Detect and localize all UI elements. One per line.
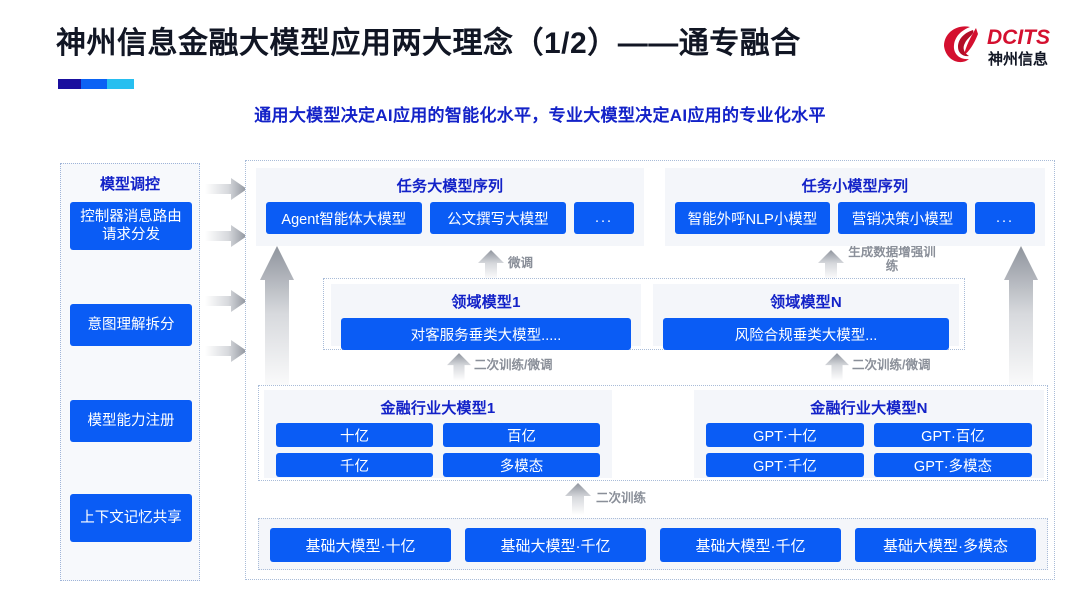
base-model-chip-hundred-billion-2[interactable]: 基础大模型·千亿 — [660, 528, 841, 562]
base-model-chip-hundred-billion-1[interactable]: 基础大模型·千亿 — [465, 528, 646, 562]
domain-model-n-chip-row: 风险合规垂类大模型... — [653, 312, 959, 358]
up-arrow-icon-retrain-finetune-left — [447, 353, 471, 381]
up-arrow-icon-long-right — [1004, 246, 1038, 396]
up-arrow-icon-data-aug — [818, 250, 844, 280]
page-title: 神州信息金融大模型应用两大理念（1/2）——通专融合 — [56, 27, 801, 60]
up-arrow-icon-finetune — [478, 250, 504, 280]
task-large-model-sequence-title: 任务大模型序列 — [396, 178, 504, 195]
industry-model-n-chip-hundred-billion[interactable]: GPT·千亿 — [706, 453, 864, 477]
control-item-registry[interactable]: 模型能力注册 — [70, 400, 192, 442]
task-large-model-sequence-panel: 任务大模型序列 Agent智能体大模型 公文撰写大模型 ... — [256, 168, 644, 246]
industry-model-1-title: 金融行业大模型1 — [380, 400, 496, 417]
task-large-model-chip-row: Agent智能体大模型 公文撰写大模型 ... — [256, 196, 644, 242]
industry-models-container: 金融行业大模型1 十亿 百亿 千亿 多模态 金融行业大模型N GPT·十亿 GP… — [258, 385, 1048, 481]
industry-model-n-chip-multimodal[interactable]: GPT·多模态 — [874, 453, 1032, 477]
accent-segment-1 — [58, 79, 81, 89]
domain-model-1-panel: 领域模型1 对客服务垂类大模型..... — [331, 284, 641, 350]
industry-model-n-chip-ten-billion[interactable]: GPT·百亿 — [874, 423, 1032, 447]
control-item-context[interactable]: 上下文记忆共享 — [70, 494, 192, 542]
control-item-intent[interactable]: 意图理解拆分 — [70, 304, 192, 346]
arrow-label-retrain-finetune-right: 二次训练/微调 — [852, 358, 931, 372]
task-large-chip-agent[interactable]: Agent智能体大模型 — [266, 202, 422, 234]
industry-model-1-chip-ten-billion[interactable]: 百亿 — [443, 423, 600, 447]
logo-wordmark: DCITS — [987, 26, 1050, 49]
right-arrow-icon-4 — [205, 340, 247, 362]
industry-model-n-title: 金融行业大模型N — [810, 400, 928, 417]
logo-mark-icon — [944, 26, 978, 63]
base-model-chip-billion[interactable]: 基础大模型·十亿 — [270, 528, 451, 562]
arrow-label-data-aug: 生成数据增强训练 — [848, 245, 936, 274]
dcits-logo: DCITS 神州信息 — [940, 20, 1060, 72]
industry-model-1-chip-hundred-billion[interactable]: 千亿 — [276, 453, 433, 477]
up-arrow-icon-long-left — [260, 246, 294, 396]
domain-model-1-title: 领域模型1 — [451, 294, 521, 311]
control-item-router[interactable]: 控制器消息路由请求分发 — [70, 202, 192, 250]
industry-model-n-chip-billion[interactable]: GPT·十亿 — [706, 423, 864, 447]
base-models-row: 基础大模型·十亿 基础大模型·千亿 基础大模型·千亿 基础大模型·多模态 — [259, 519, 1047, 571]
arrow-label-retrain: 二次训练 — [596, 491, 647, 505]
right-arrow-icon-2 — [205, 225, 247, 247]
domain-model-n-panel: 领域模型N 风险合规垂类大模型... — [653, 284, 959, 350]
industry-model-1-grid: 十亿 百亿 千亿 多模态 — [264, 418, 612, 485]
task-large-chip-more[interactable]: ... — [574, 202, 634, 234]
accent-segment-2 — [80, 79, 108, 89]
task-small-chip-more[interactable]: ... — [975, 202, 1035, 234]
right-arrow-icon-1 — [205, 178, 247, 200]
domain-model-n-chip-risk-compliance[interactable]: 风险合规垂类大模型... — [663, 318, 949, 350]
industry-model-1-chip-multimodal[interactable]: 多模态 — [443, 453, 600, 477]
task-small-chip-nlp[interactable]: 智能外呼NLP小模型 — [675, 202, 830, 234]
task-small-model-sequence-title: 任务小模型序列 — [801, 178, 909, 195]
accent-segment-3 — [107, 79, 134, 89]
domain-model-n-title: 领域模型N — [770, 294, 842, 311]
page-subtitle: 通用大模型决定AI应用的智能化水平，专业大模型决定AI应用的专业化水平 — [254, 106, 826, 125]
control-column: 模型调控 控制器消息路由请求分发 意图理解拆分 模型能力注册 上下文记忆共享 — [60, 163, 200, 581]
task-small-chip-marketing[interactable]: 营销决策小模型 — [837, 202, 967, 234]
industry-model-1-panel: 金融行业大模型1 十亿 百亿 千亿 多模态 — [264, 390, 612, 478]
control-column-title: 模型调控 — [99, 176, 160, 193]
arrow-label-retrain-finetune-left: 二次训练/微调 — [474, 358, 553, 372]
task-large-chip-document[interactable]: 公文撰写大模型 — [429, 202, 566, 234]
right-arrow-icon-3 — [205, 290, 247, 312]
industry-model-1-chip-billion[interactable]: 十亿 — [276, 423, 433, 447]
base-models-container: 基础大模型·十亿 基础大模型·千亿 基础大模型·千亿 基础大模型·多模态 — [258, 518, 1048, 570]
task-small-model-sequence-panel: 任务小模型序列 智能外呼NLP小模型 营销决策小模型 ... — [665, 168, 1045, 246]
up-arrow-icon-retrain-finetune-right — [825, 353, 849, 381]
up-arrow-icon-retrain — [565, 483, 591, 515]
domain-model-1-chip-row: 对客服务垂类大模型..... — [331, 312, 641, 358]
industry-model-n-panel: 金融行业大模型N GPT·十亿 GPT·百亿 GPT·千亿 GPT·多模态 — [694, 390, 1044, 478]
domain-model-1-chip-customer-service[interactable]: 对客服务垂类大模型..... — [341, 318, 631, 350]
base-model-chip-multimodal[interactable]: 基础大模型·多模态 — [855, 528, 1036, 562]
logo-subtext: 神州信息 — [988, 50, 1048, 68]
industry-model-n-grid: GPT·十亿 GPT·百亿 GPT·千亿 GPT·多模态 — [694, 418, 1044, 485]
arrow-label-finetune: 微调 — [508, 256, 534, 270]
domain-models-container: 领域模型1 对客服务垂类大模型..... 领域模型N 风险合规垂类大模型... — [323, 278, 965, 350]
accent-bar — [58, 79, 134, 89]
task-small-model-chip-row: 智能外呼NLP小模型 营销决策小模型 ... — [665, 196, 1045, 242]
